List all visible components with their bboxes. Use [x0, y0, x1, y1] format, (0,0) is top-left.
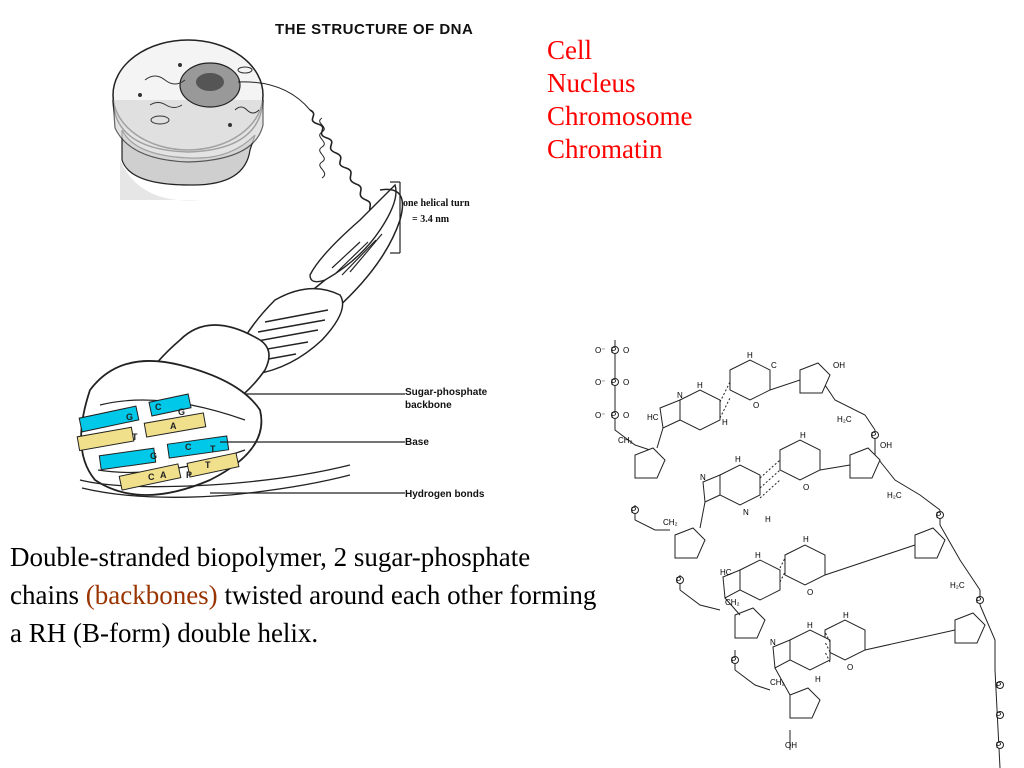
illustration-title: THE STRUCTURE OF DNA — [275, 21, 473, 38]
right-backbone — [814, 369, 1001, 768]
svg-text:O⁻: O⁻ — [595, 411, 605, 420]
svg-text:C: C — [771, 361, 777, 370]
svg-text:P: P — [186, 470, 192, 480]
svg-text:C: C — [185, 442, 192, 452]
svg-text:T: T — [210, 444, 216, 454]
description-part1: Double-stranded biopolymer, 2 sugar-phos… — [10, 542, 531, 610]
svg-text:P: P — [631, 506, 636, 515]
svg-text:C: C — [148, 472, 155, 482]
svg-text:T: T — [132, 432, 138, 442]
svg-text:H₂C: H₂C — [887, 491, 902, 500]
svg-text:P: P — [731, 656, 736, 665]
svg-text:HC: HC — [720, 568, 732, 577]
svg-text:H: H — [722, 418, 728, 427]
label-pointers — [210, 393, 405, 494]
base-label: Base — [405, 437, 429, 448]
svg-text:H: H — [800, 431, 806, 440]
svg-text:H: H — [747, 351, 753, 360]
svg-text:P: P — [996, 711, 1001, 720]
base-rings — [659, 359, 866, 671]
svg-text:CH₂: CH₂ — [770, 678, 785, 687]
svg-text:O: O — [803, 483, 809, 492]
svg-text:P: P — [676, 576, 681, 585]
svg-text:OH: OH — [785, 741, 797, 750]
svg-text:P: P — [996, 741, 1001, 750]
svg-text:G: G — [150, 451, 157, 461]
level-chromatin: Chromatin — [547, 134, 663, 164]
sugar-phosphate-label: Sugar-phosphate — [405, 387, 488, 398]
svg-text:O: O — [623, 346, 629, 355]
svg-text:OH: OH — [833, 361, 845, 370]
dna-structure-illustration: THE STRUCTURE OF DNA — [76, 21, 488, 500]
sugar-rings — [634, 362, 986, 719]
svg-text:H: H — [815, 675, 821, 684]
svg-text:O⁻: O⁻ — [595, 346, 605, 355]
svg-text:H: H — [697, 381, 703, 390]
svg-text:HC: HC — [647, 413, 659, 422]
svg-text:H: H — [843, 611, 849, 620]
level-nucleus: Nucleus — [547, 68, 636, 98]
helical-turn-value: = 3.4 nm — [412, 214, 450, 225]
svg-text:P: P — [611, 346, 616, 355]
helical-turn-label: one helical turn — [403, 198, 470, 209]
svg-text:O: O — [807, 588, 813, 597]
dna-chemical-structure: P P P O⁻ O O⁻ O O⁻ O CH₂ P P P P P P P P… — [595, 340, 1004, 768]
hydrogen-bond-lines — [719, 381, 831, 663]
cell-drawing — [112, 39, 311, 201]
svg-text:H: H — [803, 535, 809, 544]
glycosidic-bonds — [656, 379, 956, 696]
svg-text:H₂C: H₂C — [837, 415, 852, 424]
svg-text:P: P — [611, 411, 616, 420]
atom-labels: P P P O⁻ O O⁻ O O⁻ O CH₂ P P P P P P P P… — [595, 346, 1001, 750]
description-text: Double-stranded biopolymer, 2 sugar-phos… — [10, 538, 600, 652]
backbones-highlight: (backbones) — [85, 580, 218, 610]
svg-text:CH₂: CH₂ — [618, 436, 633, 445]
chromatin-coil — [309, 109, 375, 215]
svg-text:O⁻: O⁻ — [595, 378, 605, 387]
svg-text:C: C — [155, 402, 162, 412]
svg-text:H: H — [755, 551, 761, 560]
svg-text:N: N — [743, 508, 749, 517]
double-helix — [79, 183, 404, 498]
svg-text:N: N — [677, 391, 683, 400]
base-pairs — [76, 393, 240, 491]
svg-text:P: P — [996, 681, 1001, 690]
svg-text:P: P — [871, 431, 876, 440]
svg-text:O: O — [623, 378, 629, 387]
svg-text:P: P — [936, 511, 941, 520]
phosphate-groups — [611, 346, 1004, 749]
sugar-phosphate-label-line2: backbone — [405, 400, 452, 411]
svg-text:A: A — [170, 421, 177, 431]
svg-text:P: P — [976, 596, 981, 605]
svg-text:O: O — [847, 663, 853, 672]
svg-text:T: T — [205, 460, 211, 470]
svg-text:H: H — [807, 621, 813, 630]
svg-text:O: O — [753, 401, 759, 410]
svg-text:H: H — [765, 515, 771, 524]
level-chromosome: Chromosome — [547, 101, 693, 131]
description-part2: twisted around each other forming a RH (… — [10, 580, 597, 648]
level-cell: Cell — [547, 35, 592, 65]
svg-text:A: A — [160, 470, 167, 480]
base-letters: G C T A G C A T C G P T — [126, 402, 216, 482]
helical-turn-bracket — [390, 181, 401, 254]
svg-text:P: P — [611, 378, 616, 387]
svg-text:H₂C: H₂C — [950, 581, 965, 590]
svg-text:CH₂: CH₂ — [725, 598, 740, 607]
svg-text:G: G — [126, 412, 133, 422]
svg-text:H: H — [735, 455, 741, 464]
svg-text:O: O — [623, 411, 629, 420]
svg-text:G: G — [178, 407, 185, 417]
svg-text:N: N — [770, 638, 776, 647]
svg-text:CH₂: CH₂ — [663, 518, 678, 527]
organization-levels: Cell Nucleus Chromosome Chromatin — [547, 34, 693, 166]
svg-text:OH: OH — [880, 441, 892, 450]
hydrogen-bonds-label: Hydrogen bonds — [405, 489, 485, 500]
svg-text:N: N — [700, 473, 706, 482]
